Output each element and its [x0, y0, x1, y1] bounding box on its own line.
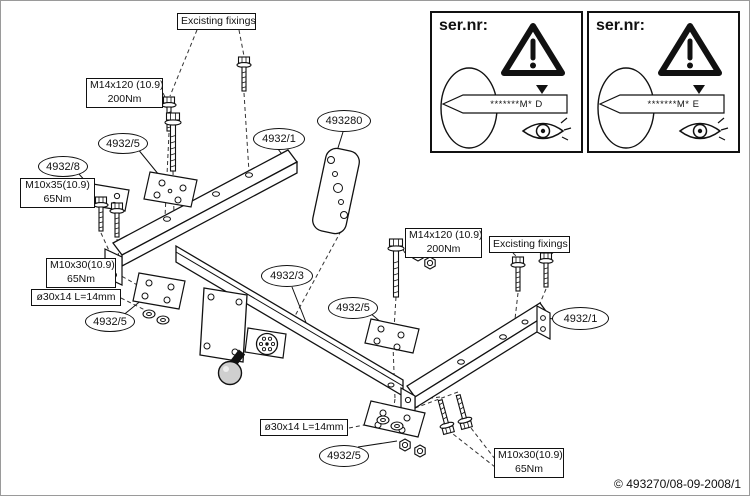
callout-m10x30-left: M10x30(10.9) 65Nm	[46, 258, 116, 288]
callout-line: Excisting fixings	[493, 237, 568, 250]
part-balloon-4932-5-top: 4932/5	[98, 133, 148, 154]
part-balloon-4932-8: 4932/8	[38, 156, 88, 177]
callout-m10x35: M10x35(10.9) 65Nm	[20, 178, 95, 208]
socket-bracket-493280	[312, 147, 360, 235]
part-balloon-4932-5-mid: 4932/5	[328, 297, 378, 319]
sernr-graphic	[597, 23, 729, 149]
towball-assembly	[199, 287, 248, 386]
callout-line: M14x120 (10.9)	[90, 79, 164, 92]
sernr-label: ser.nr:	[439, 17, 488, 34]
sernr-code: *******M* D	[490, 99, 543, 110]
mounting-plate-mid	[364, 318, 420, 354]
callout-spacer-left: ø30x14 L=14mm	[31, 289, 121, 306]
sernr-label: ser.nr:	[596, 17, 645, 34]
warning-triangle-icon	[658, 23, 722, 76]
part-balloon-4932-3: 4932/3	[261, 265, 313, 287]
mounting-plate-bottom	[363, 400, 426, 438]
callout-line: 65Nm	[514, 463, 543, 475]
callout-line: 65Nm	[66, 273, 95, 285]
eye-icon	[521, 117, 572, 141]
bolts-m10x30	[432, 392, 475, 436]
callout-line: 200Nm	[426, 243, 461, 255]
part-balloon-493280: 493280	[317, 110, 371, 132]
sernr-code: *******M* E	[647, 99, 700, 110]
callout-m14x120-right: M14x120 (10.9) 200Nm	[405, 228, 483, 258]
callout-line: M10x35(10.9)	[25, 179, 90, 192]
right-crossbar	[400, 302, 551, 426]
sernr-graphic	[440, 23, 572, 149]
position-marker	[536, 85, 548, 94]
callout-line: ø30x14 L=14mm	[36, 290, 116, 303]
serial-number-panel-e: ser.nr: *******M* E	[587, 11, 740, 153]
callout-m10x30-right: M10x30(10.9) 65Nm	[494, 448, 564, 478]
callout-line: ø30x14 L=14mm	[264, 420, 344, 433]
callout-m14x120-top: M14x120 (10.9) 200Nm	[86, 78, 164, 108]
electrical-socket	[244, 327, 287, 359]
mounting-plate-top	[143, 171, 198, 208]
document-number: © 493270/08-09-2008/1	[614, 477, 741, 491]
existing-fixing-bolts-right	[510, 252, 554, 292]
callout-line: 65Nm	[43, 193, 72, 205]
callout-line: M10x30(10.9)	[498, 449, 563, 462]
towball	[217, 360, 243, 386]
warning-triangle-icon	[501, 23, 565, 76]
callout-existing-fixings-right: Excisting fixings	[489, 236, 570, 253]
callout-line: M14x120 (10.9)	[409, 229, 483, 242]
callout-line: Excisting fixings	[181, 14, 256, 27]
eye-icon	[678, 117, 729, 141]
part-balloon-4932-5-left: 4932/5	[85, 311, 135, 332]
callout-line: 200Nm	[107, 93, 142, 105]
callout-line: M10x30(10.9)	[50, 259, 115, 272]
type-plate	[441, 85, 568, 114]
serial-number-panel-d: ser.nr: *******M* D	[430, 11, 583, 153]
callout-spacer-bottom: ø30x14 L=14mm	[260, 419, 348, 436]
mounting-plate-left	[132, 272, 186, 310]
part-balloon-4932-1-top: 4932/1	[253, 128, 305, 150]
part-balloon-4932-5-bottom: 4932/5	[319, 445, 369, 467]
callout-existing-fixings-top: Excisting fixings	[177, 13, 256, 30]
position-marker	[693, 85, 705, 94]
type-plate	[598, 85, 725, 114]
part-balloon-4932-1-right: 4932/1	[552, 307, 609, 330]
